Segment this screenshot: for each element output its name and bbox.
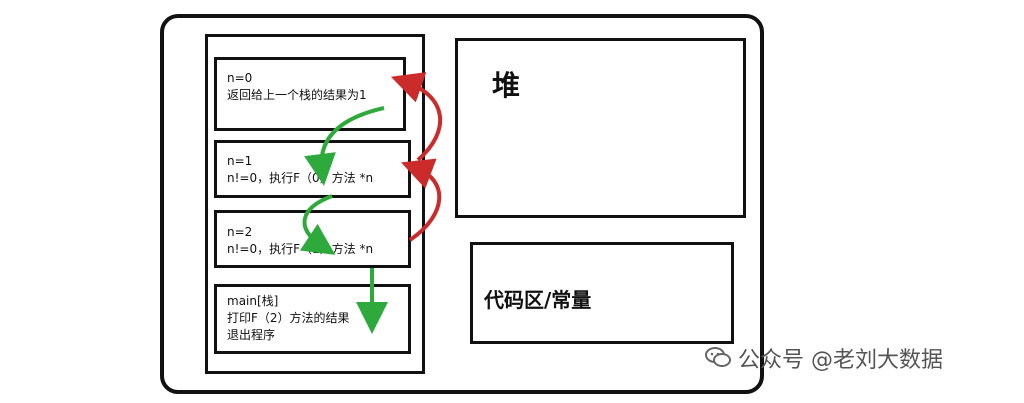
return-arrow-n1-to-n2 bbox=[401, 158, 442, 242]
code-constant-area bbox=[470, 242, 734, 344]
frame-line: n=1 bbox=[227, 154, 253, 168]
stack-area bbox=[205, 34, 425, 374]
heap-area bbox=[455, 38, 746, 218]
return-arrow-n0-to-n1 bbox=[390, 72, 443, 162]
code-area-label: 代码区/常量 bbox=[484, 288, 592, 312]
frame-line: main[栈] bbox=[227, 294, 279, 308]
watermark: 公众号 @老刘大数据 bbox=[738, 348, 943, 373]
frame-line: n!=0，执行F（0）方法 *n bbox=[227, 171, 374, 185]
stack-frame-n0: n=0 返回给上一个栈的结果为1 bbox=[214, 57, 406, 131]
call-arrow-n1-to-n0 bbox=[304, 106, 385, 186]
frame-line: n=2 bbox=[227, 225, 253, 239]
frame-line: 打印F（2）方法的结果 bbox=[227, 311, 350, 325]
frame-line: 返回给上一个栈的结果为1 bbox=[227, 88, 367, 102]
call-arrow-n2-to-n1 bbox=[299, 194, 336, 255]
stack-frame-n2: n=2 n!=0，执行F（1）方法 *n bbox=[214, 210, 411, 268]
memory-outline bbox=[160, 14, 764, 394]
frame-line: n=0 bbox=[227, 71, 253, 85]
stack-frame-main: main[栈] 打印F（2）方法的结果 退出程序 bbox=[214, 284, 411, 354]
frame-line: 退出程序 bbox=[227, 328, 276, 342]
wechat-icon bbox=[705, 347, 731, 367]
heap-label: 堆 bbox=[492, 69, 521, 102]
